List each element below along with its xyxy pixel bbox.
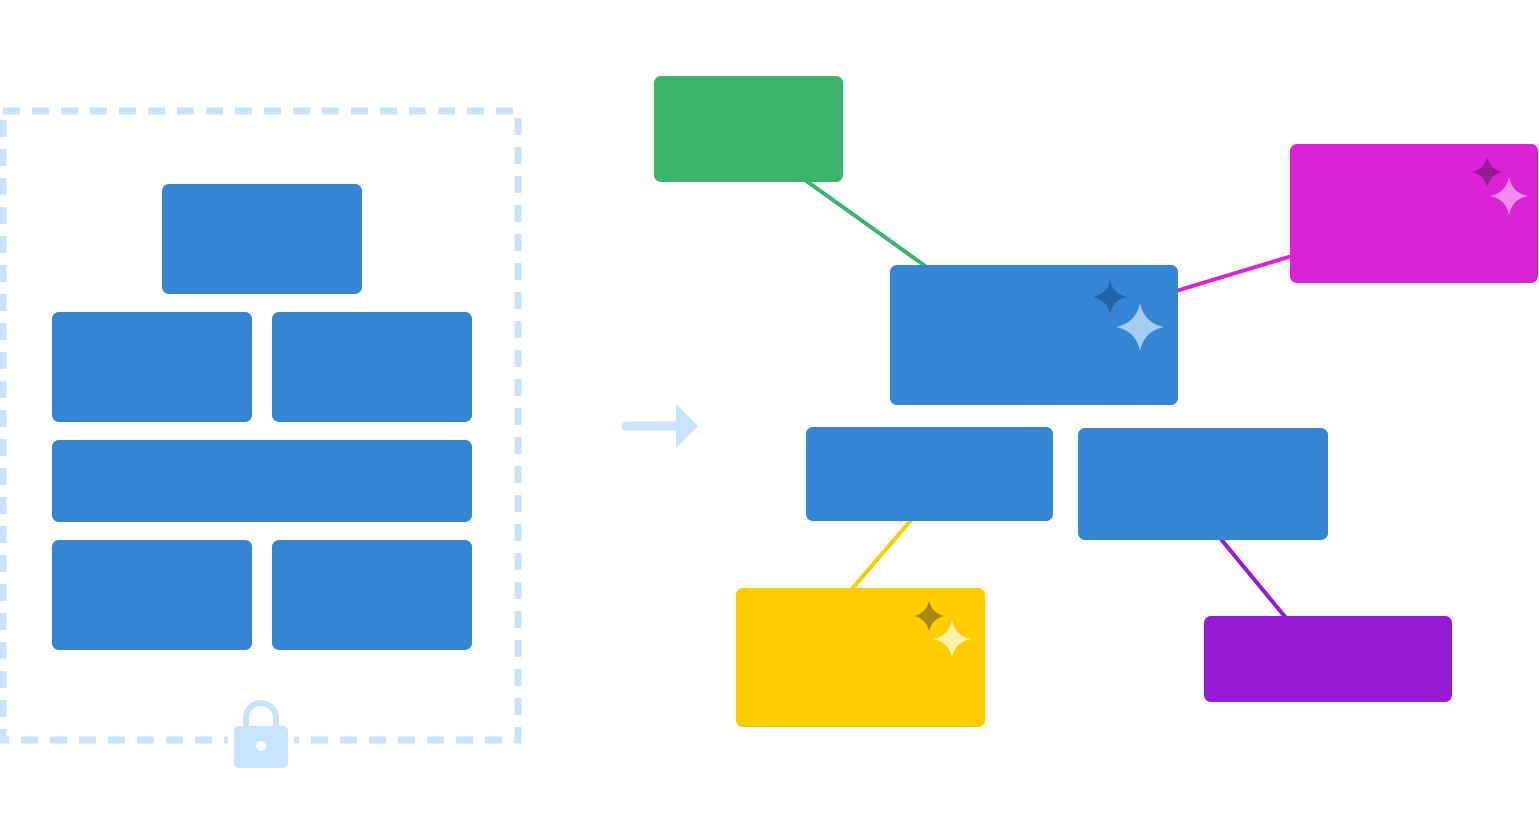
sparkle-icon — [1472, 157, 1502, 187]
sparkle-icon — [1093, 280, 1127, 314]
connector-purple-to-lower-right — [1218, 536, 1288, 620]
sparkle-icon — [914, 601, 944, 631]
locked-block-row3-wide — [52, 440, 472, 522]
node-green — [654, 76, 843, 182]
locked-block-row2-left — [52, 312, 252, 422]
node-yellow — [736, 588, 985, 727]
lock-icon — [228, 700, 294, 772]
locked-block-top — [162, 184, 362, 294]
sparkle-icon — [1116, 303, 1164, 351]
locked-block-row4-left — [52, 540, 252, 650]
node-purple — [1204, 616, 1452, 702]
sparkle-icon — [1490, 177, 1528, 215]
connector-magenta-to-center — [1175, 254, 1293, 293]
locked-layout-panel — [0, 107, 522, 772]
connector-green-to-center — [803, 178, 930, 270]
node-blue-lower-left — [806, 427, 1053, 521]
locked-block-row2-right — [272, 312, 472, 422]
locked-block-row4-right — [272, 540, 472, 650]
arrow-right-icon — [621, 404, 698, 448]
rearranged-diagram-panel — [654, 76, 1538, 727]
node-blue-lower-right — [1078, 428, 1328, 540]
connector-yellow-to-lower-left — [849, 517, 914, 592]
node-magenta — [1290, 144, 1538, 283]
sparkle-icon — [933, 620, 971, 658]
